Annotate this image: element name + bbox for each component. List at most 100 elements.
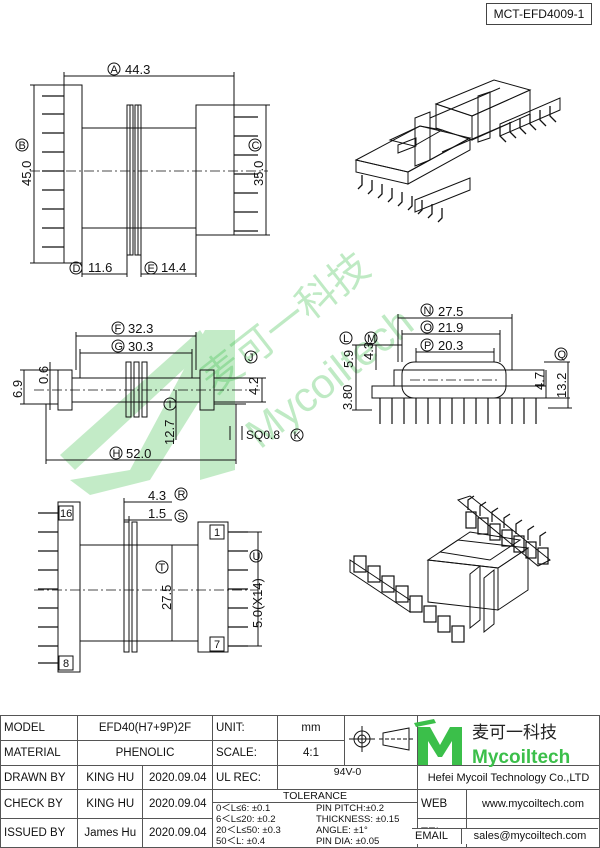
tol-pin-dia: PIN DIA: ±0.05 — [316, 836, 380, 847]
check-by-value: KING HU — [76, 789, 144, 819]
end-view: N 27.5 O 21.9 P 20.3 L 5.9 M 4.3 3.80 4.… — [339, 303, 572, 424]
issued-by-label: ISSUED BY — [0, 818, 78, 848]
dim-4-3-bottom: 4.3 — [148, 488, 166, 503]
dim-20-3: 20.3 — [438, 338, 463, 353]
dim-4-7: 4.7 — [532, 372, 547, 390]
unit-value: mm — [277, 715, 345, 741]
model-label: MODEL — [0, 715, 78, 741]
first-angle-projection-icon — [349, 726, 413, 752]
web-value[interactable]: www.mycoiltech.com — [466, 789, 600, 819]
svg-text:K: K — [294, 430, 302, 442]
web-label: WEB — [417, 789, 468, 819]
tol-pin-pitch: PIN PITCH:±0.2 — [316, 803, 385, 814]
svg-text:H: H — [113, 448, 121, 460]
tolerance-box: TOLERANCE 0＜L≤6: ±0.1 6＜L≤20: ±0.2 20＜L≤… — [211, 789, 419, 848]
email-row: EMAIL sales@mycoiltech.com — [412, 828, 598, 844]
dim-12-7: 12.7 — [162, 420, 177, 445]
scale-value: 4:1 — [277, 740, 345, 766]
dim-35-0: 35.0 — [251, 161, 266, 186]
material-value: PHENOLIC — [77, 740, 213, 766]
dim-44-3: 44.3 — [125, 62, 150, 77]
dim-45-0: 45.0 — [19, 161, 34, 186]
bottom-view: 16 8 1 7 4.3 R 1.5 S T 27.5 — [34, 487, 265, 673]
svg-text:R: R — [178, 489, 186, 501]
dim-4-2: 4.2 — [246, 377, 261, 395]
dim-5-0-x14: 5.0(X14) — [250, 578, 265, 628]
drawn-by-value: KING HU — [76, 765, 144, 790]
logo-cn: 麦可一科技 — [472, 723, 557, 743]
unit-label: UNIT: — [212, 715, 278, 741]
dim-3-80: 3.80 — [340, 385, 355, 410]
material-label: MATERIAL — [0, 740, 78, 766]
email-label: EMAIL — [412, 829, 462, 844]
svg-text:C: C — [252, 140, 260, 152]
tol-thickness: THICKNESS: ±0.15 — [316, 814, 400, 825]
svg-text:Q: Q — [558, 349, 567, 361]
dim-11-6: 11.6 — [88, 260, 112, 275]
tolerance-title: TOLERANCE — [213, 790, 418, 803]
dim-27-5-top: 27.5 — [438, 304, 463, 319]
dim-0-6: 0.6 — [36, 366, 51, 384]
side-view: F 32.3 G 30.3 6.9 0.6 J 4.2 I 12.7 SQ0.8… — [10, 321, 304, 464]
svg-text:B: B — [19, 140, 26, 152]
svg-text:P: P — [424, 340, 431, 352]
svg-text:M: M — [367, 333, 376, 345]
front-view: A 44.3 B 45.0 C 35.0 D 11.6 E 14.4 — [15, 62, 270, 277]
dim-27-5-bottom: 27.5 — [159, 585, 174, 610]
dim-21-9: 21.9 — [438, 320, 463, 335]
dim-5-9: 5.9 — [341, 350, 356, 368]
pin-8-label: 8 — [63, 658, 69, 670]
svg-text:E: E — [148, 263, 155, 275]
svg-text:O: O — [424, 322, 433, 334]
tol-angle: ANGLE: ±1° — [316, 825, 368, 836]
isometric-view-top — [354, 79, 561, 223]
drawn-by-label: DRAWN BY — [0, 765, 78, 790]
dim-13-2: 13.2 — [554, 373, 569, 398]
mycoil-logo-icon: 麦可一科技 Mycoiltech — [414, 719, 570, 768]
svg-text:U: U — [253, 551, 261, 563]
company-logo: 麦可一科技 Mycoiltech — [412, 717, 598, 771]
svg-text:L: L — [343, 333, 349, 345]
issued-by-value: James Hu — [76, 818, 144, 848]
tol-range-2: 6＜L≤20: ±0.2 — [216, 814, 276, 825]
model-value: EFD40(H7+9P)2F — [77, 715, 213, 741]
dim-30-3: 30.3 — [128, 339, 153, 354]
projection-symbol — [343, 715, 419, 766]
technical-drawing: 麦可一科技 Mycoiltech A 44.3 B 45.0 — [10, 62, 572, 673]
svg-text:G: G — [115, 341, 124, 353]
svg-text:S: S — [178, 511, 185, 523]
drawn-date: 2020.09.04 — [142, 765, 213, 790]
pin-7-label: 7 — [214, 639, 220, 651]
svg-text:T: T — [159, 562, 166, 574]
email-value[interactable]: sales@mycoiltech.com — [473, 830, 587, 842]
dim-4-3-end: 4.3 — [361, 342, 376, 360]
dim-52-0: 52.0 — [126, 446, 151, 461]
check-by-label: CHECK BY — [0, 789, 78, 819]
pin-1-label: 1 — [214, 527, 220, 539]
pin-16-label: 16 — [60, 508, 72, 520]
check-date: 2020.09.04 — [142, 789, 213, 819]
svg-text:A: A — [111, 64, 119, 76]
isometric-view-bottom — [349, 495, 551, 643]
dim-14-4: 14.4 — [161, 260, 186, 275]
tol-range-1: 0＜L≤6: ±0.1 — [216, 803, 271, 814]
dim-32-3: 32.3 — [128, 321, 153, 336]
dim-sq0-8: SQ0.8 — [246, 428, 280, 442]
svg-text:N: N — [424, 305, 432, 317]
ul-rec-value: 94V-0 — [276, 765, 419, 790]
dim-1-5: 1.5 — [148, 506, 166, 521]
svg-text:I: I — [169, 399, 172, 411]
svg-text:D: D — [73, 263, 81, 275]
scale-label: SCALE: — [212, 740, 278, 766]
svg-text:J: J — [248, 352, 254, 364]
svg-text:F: F — [115, 323, 122, 335]
watermark-logo-mark — [60, 330, 235, 495]
title-block: MODEL EFD40(H7+9P)2F UNIT: mm MATERIAL P… — [0, 715, 600, 848]
tol-range-3: 20＜L≤50: ±0.3 — [216, 825, 281, 836]
dim-6-9: 6.9 — [10, 380, 25, 398]
tol-range-4: 50＜L: ±0.4 — [216, 836, 266, 847]
ul-rec-label: UL REC: — [212, 765, 278, 790]
document-number: MCT-EFD4009-1 — [486, 3, 592, 25]
issued-date: 2020.09.04 — [142, 818, 213, 848]
logo-en: Mycoiltech — [472, 747, 570, 768]
